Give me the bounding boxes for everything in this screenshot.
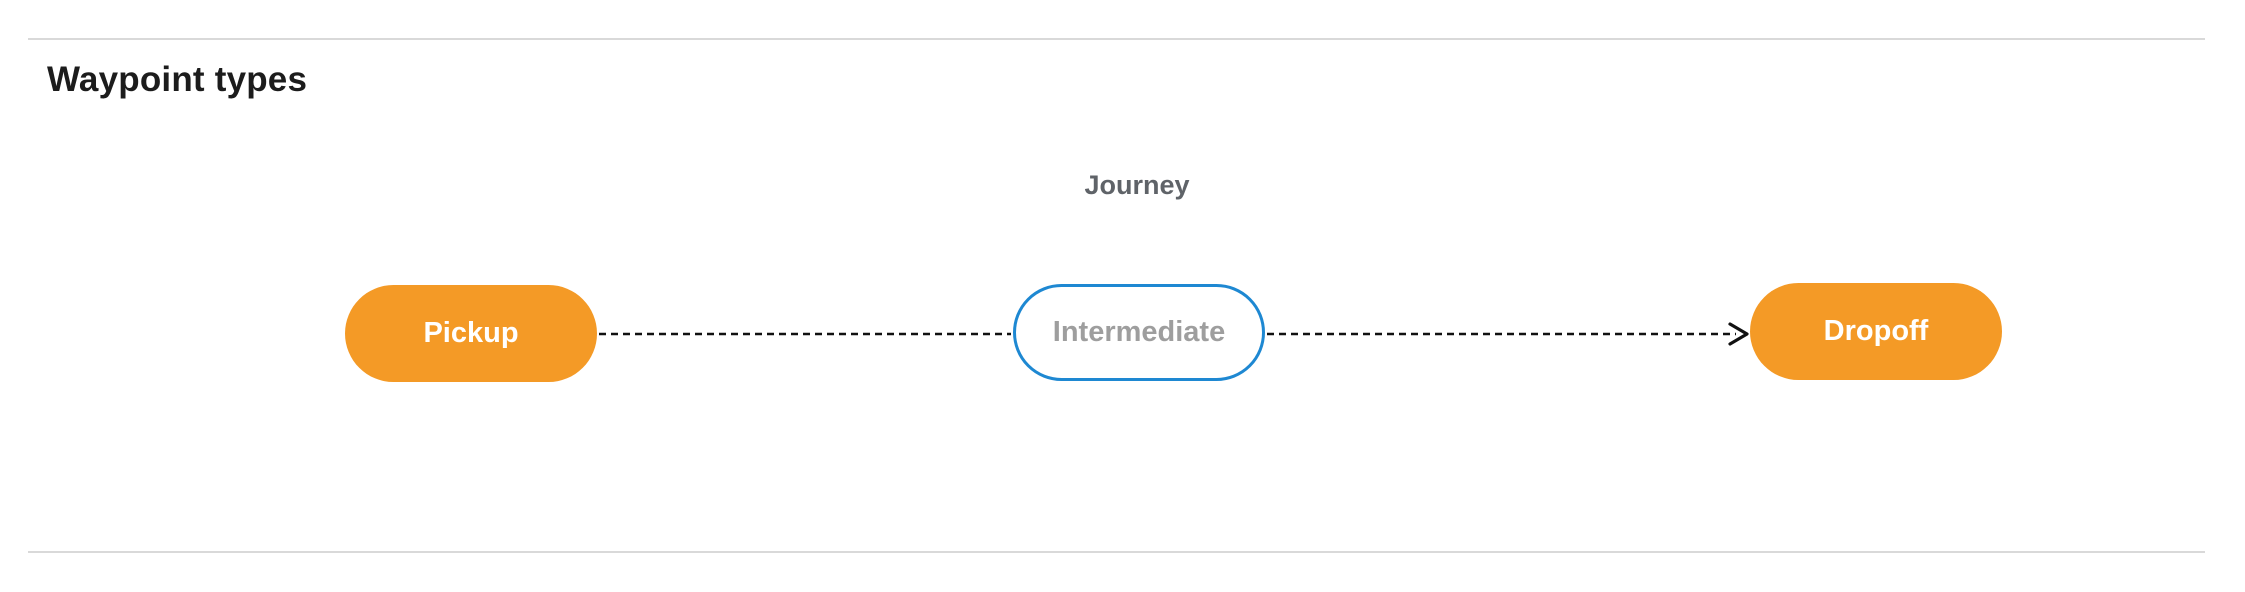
dropoff-node-label: Dropoff — [1823, 315, 1929, 347]
pickup-node-label: Pickup — [423, 317, 519, 349]
intermediate-node-label: Intermediate — [1052, 316, 1226, 348]
pickup-node: Pickup — [345, 285, 597, 382]
dropoff-node: Dropoff — [1750, 283, 2002, 380]
bottom-divider — [28, 551, 2205, 553]
page-title: Waypoint types — [47, 60, 308, 99]
arrowhead-icon — [1728, 322, 1749, 346]
top-divider — [28, 38, 2205, 40]
intermediate-node: Intermediate — [1013, 284, 1265, 381]
journey-label: Journey — [1084, 170, 1190, 200]
